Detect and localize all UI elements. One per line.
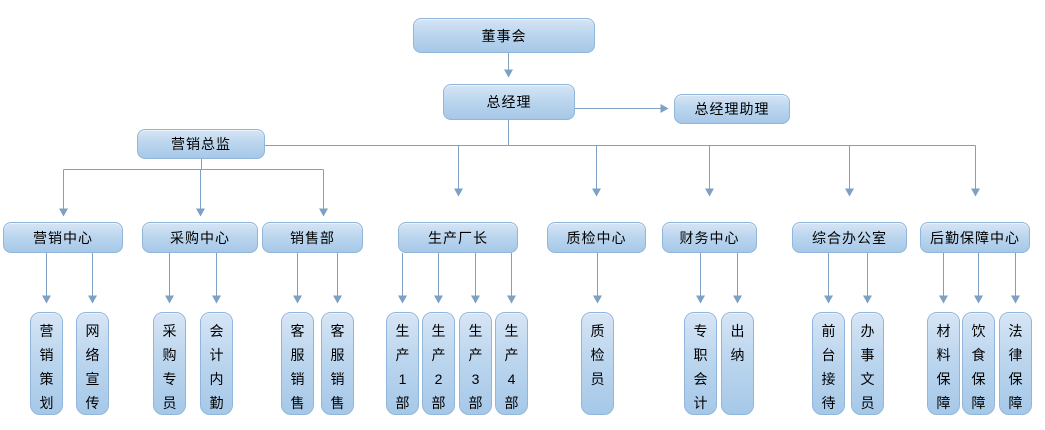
node-accounting-clerk: 会计内勤 <box>200 312 233 415</box>
node-cs-sales-2: 客服销售 <box>321 312 354 415</box>
node-label: 法律保障 <box>1008 323 1023 411</box>
node-front-desk-reception: 前台接待 <box>812 312 845 415</box>
node-production-dept-4: 生产4部 <box>495 312 528 415</box>
node-label: 客服销售 <box>330 323 345 411</box>
node-qc-inspector: 质检员 <box>581 312 614 415</box>
node-cashier: 出纳 <box>721 312 754 415</box>
node-production-director: 生产厂长 <box>398 222 518 253</box>
node-label: 采购专员 <box>162 323 177 411</box>
node-logistics-support-center: 后勤保障中心 <box>920 222 1030 253</box>
node-marketing-director: 营销总监 <box>137 129 265 159</box>
node-production-dept-3: 生产3部 <box>459 312 492 415</box>
node-label: 营销策划 <box>39 323 54 411</box>
node-label: 生产4部 <box>504 323 519 411</box>
node-marketing-planning: 营销策划 <box>30 312 63 415</box>
node-legal-support: 法律保障 <box>999 312 1032 415</box>
node-cs-sales-1: 客服销售 <box>281 312 314 415</box>
node-materials-support: 材料保障 <box>927 312 960 415</box>
node-catering-support: 饮食保障 <box>962 312 995 415</box>
node-marketing-center: 营销中心 <box>3 222 123 253</box>
node-label: 会计内勤 <box>209 323 224 411</box>
node-qc-center: 质检中心 <box>547 222 646 253</box>
node-label: 生产1部 <box>395 323 410 411</box>
node-label: 质检员 <box>590 323 605 387</box>
node-finance-center: 财务中心 <box>662 222 757 253</box>
node-office-clerk: 办事文员 <box>851 312 884 415</box>
node-general-manager: 总经理 <box>443 84 575 120</box>
node-purchasing-specialist: 采购专员 <box>153 312 186 415</box>
node-board-of-directors: 董事会 <box>413 18 595 53</box>
node-label: 前台接待 <box>821 323 836 411</box>
node-label: 生产2部 <box>431 323 446 411</box>
node-label: 饮食保障 <box>971 323 986 411</box>
node-label: 出纳 <box>730 323 745 363</box>
node-label: 办事文员 <box>860 323 875 411</box>
node-label: 材料保障 <box>936 323 951 411</box>
node-label: 专职会计 <box>693 323 708 411</box>
node-label: 生产3部 <box>468 323 483 411</box>
node-purchasing-center: 采购中心 <box>142 222 258 253</box>
node-general-office: 综合办公室 <box>792 222 907 253</box>
node-label: 客服销售 <box>290 323 305 411</box>
node-production-dept-2: 生产2部 <box>422 312 455 415</box>
node-sales-department: 销售部 <box>262 222 363 253</box>
node-label: 网络宣传 <box>85 323 100 411</box>
node-production-dept-1: 生产1部 <box>386 312 419 415</box>
node-online-promotion: 网络宣传 <box>76 312 109 415</box>
node-full-time-accountant: 专职会计 <box>684 312 717 415</box>
node-gm-assistant: 总经理助理 <box>674 94 790 124</box>
